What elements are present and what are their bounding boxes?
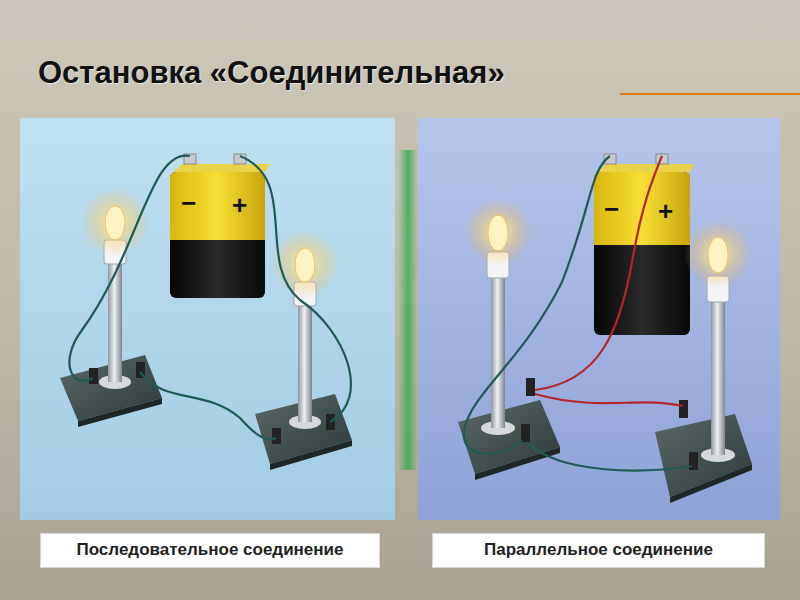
lamp-bulb xyxy=(295,248,315,282)
wire xyxy=(69,156,351,440)
polarity-sign: − xyxy=(604,196,619,222)
caption-box: Параллельное соединение xyxy=(432,533,765,568)
lamp-glow xyxy=(464,198,532,266)
battery-body xyxy=(594,172,690,335)
caption-box: Последовательное соединение xyxy=(40,533,380,568)
wire xyxy=(535,156,662,390)
battery-body xyxy=(170,172,265,298)
terminal xyxy=(89,368,98,384)
caption-text: Последовательное соединение xyxy=(49,539,371,560)
lamp-base xyxy=(458,400,560,474)
parallel-panel xyxy=(418,118,780,520)
lamp xyxy=(655,220,752,503)
battery-terminal xyxy=(656,154,668,164)
lamp-pole xyxy=(491,268,505,428)
terminal xyxy=(679,400,688,418)
divider-glow xyxy=(398,150,418,470)
lamp-bulb xyxy=(105,206,125,240)
wire xyxy=(140,372,276,439)
wire xyxy=(526,442,692,470)
polarity-sign: − xyxy=(181,190,196,216)
battery-top xyxy=(598,164,694,172)
battery-label xyxy=(170,172,265,240)
caption-text: Параллельное соединение xyxy=(441,539,756,560)
lamp-base xyxy=(670,464,752,503)
terminal xyxy=(526,378,535,396)
lamp xyxy=(255,230,352,470)
lamp-glow xyxy=(271,230,339,298)
polarity-sign: + xyxy=(658,198,673,224)
battery-label xyxy=(594,172,690,245)
lamp-bulb xyxy=(708,237,728,273)
lamp-base xyxy=(78,398,162,427)
battery xyxy=(170,154,270,298)
lamp-bulb xyxy=(488,215,508,251)
wire xyxy=(464,156,692,470)
lamp-pole xyxy=(298,296,312,422)
lamp-glow xyxy=(684,220,752,288)
terminal xyxy=(272,428,281,444)
slide-title: Остановка «Соединительная» xyxy=(38,55,505,91)
lamp-pole xyxy=(711,292,725,455)
wire xyxy=(240,156,351,422)
wire xyxy=(69,156,190,381)
series-panel xyxy=(20,118,395,520)
lamp xyxy=(458,198,560,480)
terminal xyxy=(521,424,530,442)
lamp-base xyxy=(475,447,560,480)
title-rule xyxy=(620,93,800,95)
lamp xyxy=(60,188,162,427)
lamp-base xyxy=(270,440,352,470)
polarity-sign: + xyxy=(232,192,247,218)
wire xyxy=(464,156,610,454)
wire xyxy=(535,394,683,406)
battery xyxy=(594,154,694,335)
